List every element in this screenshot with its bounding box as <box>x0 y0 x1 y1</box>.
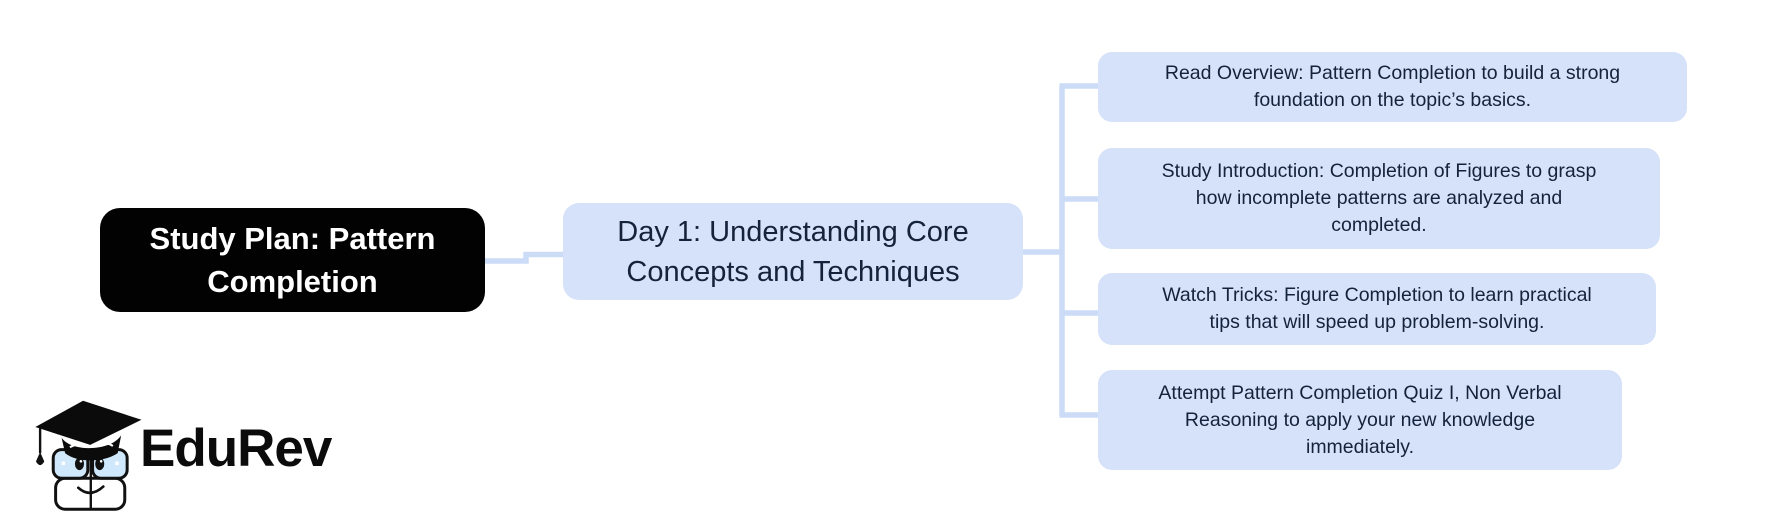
root-node: Study Plan: Pattern Completion <box>100 208 485 312</box>
day1-node-line1: Day 1: Understanding Core <box>617 215 969 248</box>
leaf2-line3: completed. <box>1331 214 1427 236</box>
leaf4-line1: Attempt Pattern Completion Quiz I, Non V… <box>1158 381 1562 404</box>
edurev-logo: EduRev <box>28 390 332 514</box>
leaf-node-attempt-quiz: Attempt Pattern Completion Quiz I, Non V… <box>1098 370 1622 470</box>
leaf1-line1: Read Overview: Pattern Completion to bui… <box>1164 62 1621 84</box>
leaf2-line1: Study Introduction: Completion of Figure… <box>1161 160 1597 182</box>
leaf4-line2: Reasoning to apply your new knowledge <box>1184 408 1536 431</box>
leaf1-line2: foundation on the topic’s basics. <box>1253 89 1532 111</box>
leaf4-line3: immediately. <box>1305 435 1414 458</box>
leaf3-line2: tips that will speed up problem-solving. <box>1209 311 1545 333</box>
connector-root-to-day1 <box>485 251 564 264</box>
leaf3-line1: Watch Tricks: Figure Completion to learn… <box>1162 284 1592 306</box>
root-node-line1: Study Plan: Pattern <box>149 221 436 256</box>
day1-node: Day 1: Understanding Core Concepts and T… <box>563 203 1023 300</box>
leaf-node-read-overview: Read Overview: Pattern Completion to bui… <box>1098 52 1687 122</box>
edurev-mascot-icon <box>35 400 142 511</box>
leaf-node-watch-tricks: Watch Tricks: Figure Completion to learn… <box>1098 273 1656 345</box>
edurev-wordmark: EduRev <box>140 418 332 478</box>
leaf2-line2: how incomplete patterns are analyzed and <box>1195 187 1563 209</box>
root-node-line2: Completion <box>207 264 378 299</box>
leaf-node-study-introduction: Study Introduction: Completion of Figure… <box>1098 148 1660 249</box>
day1-node-line2: Concepts and Techniques <box>626 255 960 288</box>
